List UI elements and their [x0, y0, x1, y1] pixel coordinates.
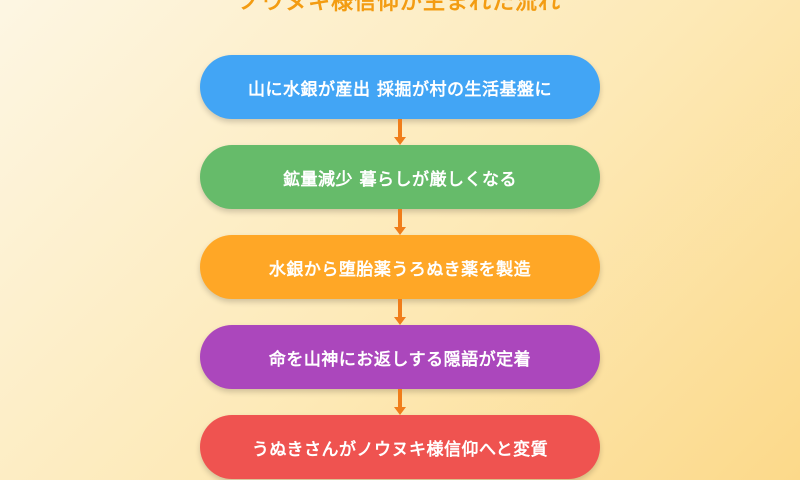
connector-2 [398, 209, 402, 227]
step-1: 山に水銀が産出 採掘が村の生活基盤に [200, 55, 600, 119]
step-4: 命を山神にお返しする隠語が定着 [200, 325, 600, 389]
arrow-down-icon [394, 227, 406, 235]
arrow-down-icon [394, 317, 406, 325]
step-4-label: 命を山神にお返しする隠語が定着 [268, 349, 532, 370]
step-1-label: 山に水銀が産出 採掘が村の生活基盤に [248, 79, 552, 100]
connector-4 [398, 389, 402, 407]
step-2: 鉱量減少 暮らしが厳しくなる [200, 145, 600, 209]
diagram-title: ノウヌキ様信仰が生まれた流れ [238, 0, 561, 15]
step-3: 水銀から堕胎薬うろぬき薬を製造 [200, 235, 600, 299]
step-5: うぬきさんがノウヌキ様信仰へと変質 [200, 415, 600, 479]
arrow-down-icon [394, 137, 406, 145]
step-2-label: 鉱量減少 暮らしが厳しくなる [283, 169, 517, 190]
connector-3 [398, 299, 402, 317]
arrow-down-icon [394, 407, 406, 415]
connector-1 [398, 119, 402, 137]
step-5-label: うぬきさんがノウヌキ様信仰へと変質 [251, 439, 549, 460]
step-3-label: 水銀から堕胎薬うろぬき薬を製造 [268, 259, 532, 280]
